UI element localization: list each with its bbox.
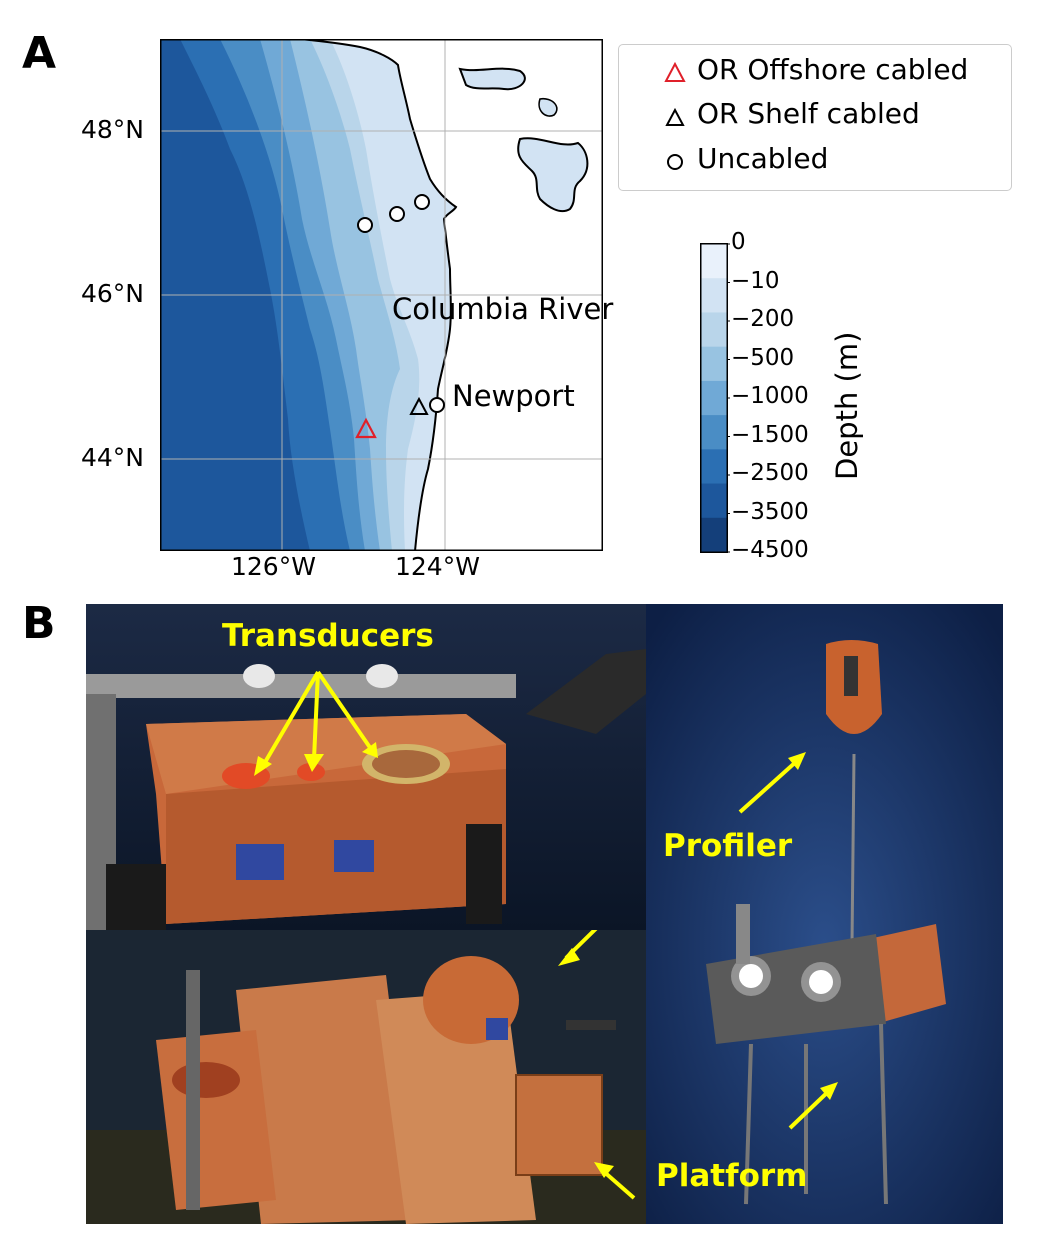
lat-tick: 46°N xyxy=(81,279,145,308)
lon-tick: 124°W xyxy=(395,552,480,581)
transducer-photo xyxy=(86,604,646,930)
panel-b-letter: B xyxy=(22,598,56,649)
black-triangle-icon xyxy=(665,107,685,126)
colorbar-bin xyxy=(701,517,727,553)
colorbar-tick-label: −200 xyxy=(731,306,795,332)
colorbar-bin xyxy=(701,312,727,348)
map-legend: OR Offshore cabled OR Shelf cabled Uncab… xyxy=(618,44,1012,191)
transducers-label: Transducers xyxy=(222,618,434,654)
colorbar-bin xyxy=(701,346,727,382)
legend-label: OR Shelf cabled xyxy=(697,97,920,130)
legend-item-uncabled: Uncabled xyxy=(619,142,1011,182)
platform-label: Platform xyxy=(656,1158,808,1194)
uncabled-station-marker xyxy=(389,206,405,222)
uncabled-station-marker xyxy=(429,397,445,413)
colorbar-bin xyxy=(701,415,727,450)
shelf-cabled-marker xyxy=(409,396,429,415)
red-triangle-icon xyxy=(664,62,686,82)
colorbar-bin xyxy=(701,380,727,416)
uncabled-station-marker xyxy=(357,217,373,233)
legend-label: Uncabled xyxy=(697,142,829,175)
puget-sound xyxy=(517,137,589,213)
profiler-label: Profiler xyxy=(663,828,793,864)
colorbar-tick-label: −1500 xyxy=(731,421,809,448)
bathymetry-map xyxy=(160,39,603,551)
columbia-river-label: Columbia River xyxy=(392,292,614,326)
profiler-photo xyxy=(646,604,1003,1224)
colorbar-tick-label: −10 xyxy=(731,267,780,294)
colorbar-bin xyxy=(701,449,727,485)
legend-item-shelf: OR Shelf cabled xyxy=(619,97,1011,137)
legend-item-offshore: OR Offshore cabled xyxy=(619,53,1011,93)
lat-tick: 44°N xyxy=(81,443,145,472)
colorbar-bin xyxy=(701,483,727,519)
colorbar-tick-label: −1000 xyxy=(731,383,809,409)
legend-label: OR Offshore cabled xyxy=(697,53,969,86)
offshore-cabled-marker xyxy=(355,417,377,439)
circle-icon xyxy=(667,154,683,170)
colorbar-tick-label: −2500 xyxy=(731,460,809,486)
colorbar-bin xyxy=(701,278,727,313)
colorbar-tick-label: −3500 xyxy=(731,498,809,525)
lat-tick: 48°N xyxy=(81,115,145,144)
panel-a-letter: A xyxy=(22,28,57,79)
uncabled-station-marker xyxy=(414,194,430,210)
colorbar-tick-label: 0 xyxy=(731,229,746,255)
depth-colorbar xyxy=(700,243,730,553)
colorbar-tick-label: −500 xyxy=(731,344,795,371)
colorbar-bin xyxy=(701,244,727,279)
colorbar-tick-label: −4500 xyxy=(731,537,809,563)
newport-label: Newport xyxy=(452,379,575,413)
platform-photo xyxy=(86,930,646,1224)
graticule xyxy=(160,39,603,551)
lon-tick: 126°W xyxy=(231,552,316,581)
colorbar-label: Depth (m) xyxy=(830,331,864,480)
